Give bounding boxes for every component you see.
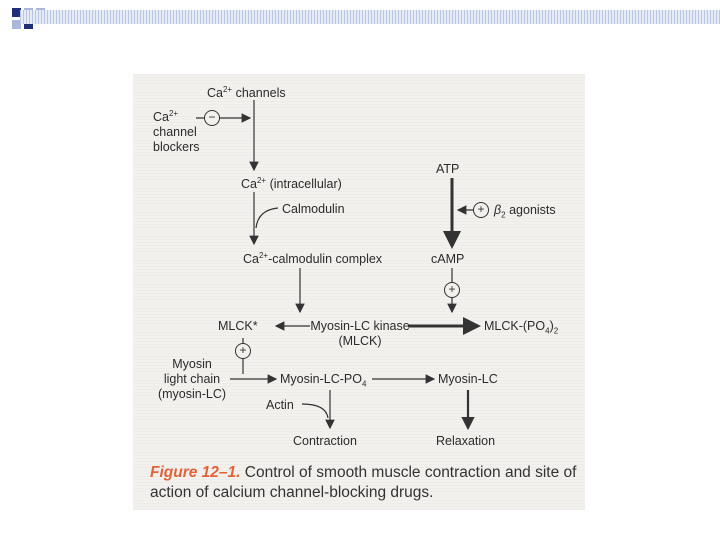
node-atp: ATP — [436, 162, 460, 176]
node-contraction: Contraction — [293, 434, 357, 448]
stimulate-sign: + — [235, 343, 251, 359]
node-relaxation: Relaxation — [436, 434, 496, 448]
node-ca-intracellular: Ca2+ (intracellular) — [241, 175, 342, 191]
figure-label: Figure 12–1. — [150, 464, 241, 481]
node-channel-blockers: Ca2+ channel blockers — [153, 108, 200, 154]
arrow-actin — [301, 403, 329, 419]
node-ca-calmodulin-complex: Ca2+-calmodulin complex — [243, 250, 383, 266]
node-mlck-star: MLCK* — [218, 319, 258, 333]
node-myosin-lc-kinase: Myosin-LC kinase (MLCK) — [310, 319, 410, 348]
node-mlck-po4: MLCK-(PO4)2 — [484, 319, 559, 336]
figure-caption-text: Control of smooth muscle contraction and… — [150, 464, 577, 501]
slide-header-bar — [20, 10, 720, 24]
node-myosin-lc: Myosin-LC — [438, 372, 498, 386]
node-calmodulin: Calmodulin — [282, 202, 345, 216]
deco-square — [12, 20, 21, 29]
stimulate-sign: + — [444, 282, 460, 298]
figure-caption: Figure 12–1. Control of smooth muscle co… — [150, 463, 580, 503]
node-myosin-light-chain: Myosin light chain (myosin-LC) — [157, 357, 227, 401]
inhibit-sign: − — [204, 110, 220, 126]
node-actin: Actin — [266, 398, 294, 412]
node-camp: cAMP — [431, 252, 465, 266]
figure-panel — [133, 74, 585, 510]
node-beta2-agonists: β2 agonists — [494, 203, 556, 220]
arrow-calmodulin — [255, 207, 279, 229]
deco-square — [24, 20, 33, 29]
stimulate-sign: + — [473, 202, 489, 218]
node-ca-channels: Ca2+ channels — [207, 84, 286, 100]
deco-square — [12, 8, 21, 17]
node-myosin-lc-po4: Myosin-LC-PO4 — [280, 372, 367, 389]
